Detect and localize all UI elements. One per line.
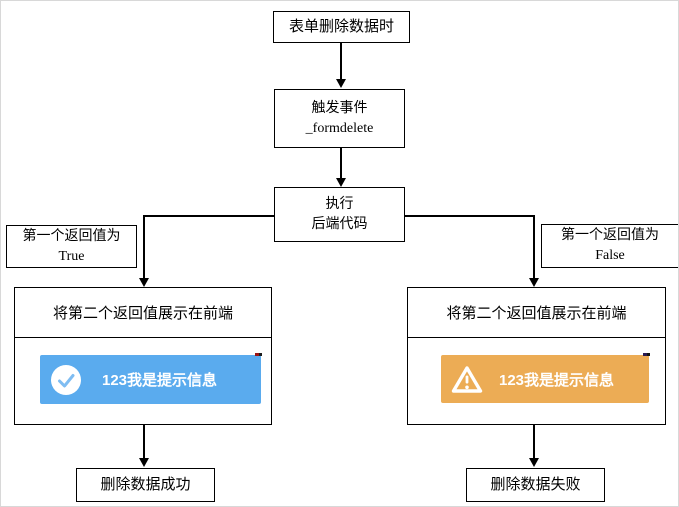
node-trigger-event: 触发事件 _formdelete <box>274 89 405 148</box>
arrow-down-icon <box>139 278 149 287</box>
node-display-frontend-fail: 将第二个返回值展示在前端 123我是提示信息 <box>407 287 666 425</box>
node-delete-success: 删除数据成功 <box>76 468 215 502</box>
connector-line <box>340 148 342 179</box>
node-label: 第一个返回值为 <box>22 228 121 244</box>
arrow-down-icon <box>336 79 346 88</box>
node-label: 将第二个返回值展示在前端 <box>52 306 233 322</box>
node-label: 后端代码 <box>311 216 368 232</box>
node-label: 表单删除数据时 <box>288 19 394 35</box>
node-label: 删除数据失败 <box>490 477 581 493</box>
connector-line <box>404 215 535 217</box>
warning-toast: 123我是提示信息 <box>441 353 650 403</box>
connector-line <box>143 425 145 459</box>
success-toast: 123我是提示信息 <box>40 353 262 404</box>
node-label: False <box>595 248 625 263</box>
node-label: 执行 <box>325 196 354 212</box>
node-condition-false: 第一个返回值为 False <box>541 224 678 268</box>
corner-artifact <box>643 353 650 356</box>
node-header: 将第二个返回值展示在前端 <box>15 288 271 338</box>
node-condition-true: 第一个返回值为 True <box>6 225 137 268</box>
node-label: True <box>58 248 85 264</box>
arrow-down-icon <box>529 458 539 467</box>
arrow-down-icon <box>139 458 149 467</box>
node-display-frontend-success: 将第二个返回值展示在前端 123我是提示信息 <box>14 287 272 425</box>
connector-line <box>144 215 274 217</box>
connector-line <box>533 425 535 459</box>
arrow-down-icon <box>529 278 539 287</box>
connector-line <box>533 215 535 279</box>
node-execute-backend: 执行 后端代码 <box>274 187 405 242</box>
connector-line <box>143 215 145 279</box>
arrow-down-icon <box>336 178 346 187</box>
node-label: 第一个返回值为 <box>561 228 659 243</box>
node-label: _formdelete <box>305 120 374 136</box>
node-form-delete-event: 表单删除数据时 <box>273 11 410 43</box>
warning-triangle-icon <box>451 365 483 394</box>
check-circle-icon <box>51 364 81 395</box>
connector-line <box>340 43 342 80</box>
node-label: 将第二个返回值展示在前端 <box>446 306 627 322</box>
toast-message: 123我是提示信息 <box>102 372 218 389</box>
node-header: 将第二个返回值展示在前端 <box>408 288 665 338</box>
toast-message: 123我是提示信息 <box>499 371 615 389</box>
corner-artifact <box>255 353 262 356</box>
node-delete-fail: 删除数据失败 <box>466 468 605 502</box>
node-label: 删除数据成功 <box>100 477 191 493</box>
node-label: 触发事件 <box>311 100 368 116</box>
